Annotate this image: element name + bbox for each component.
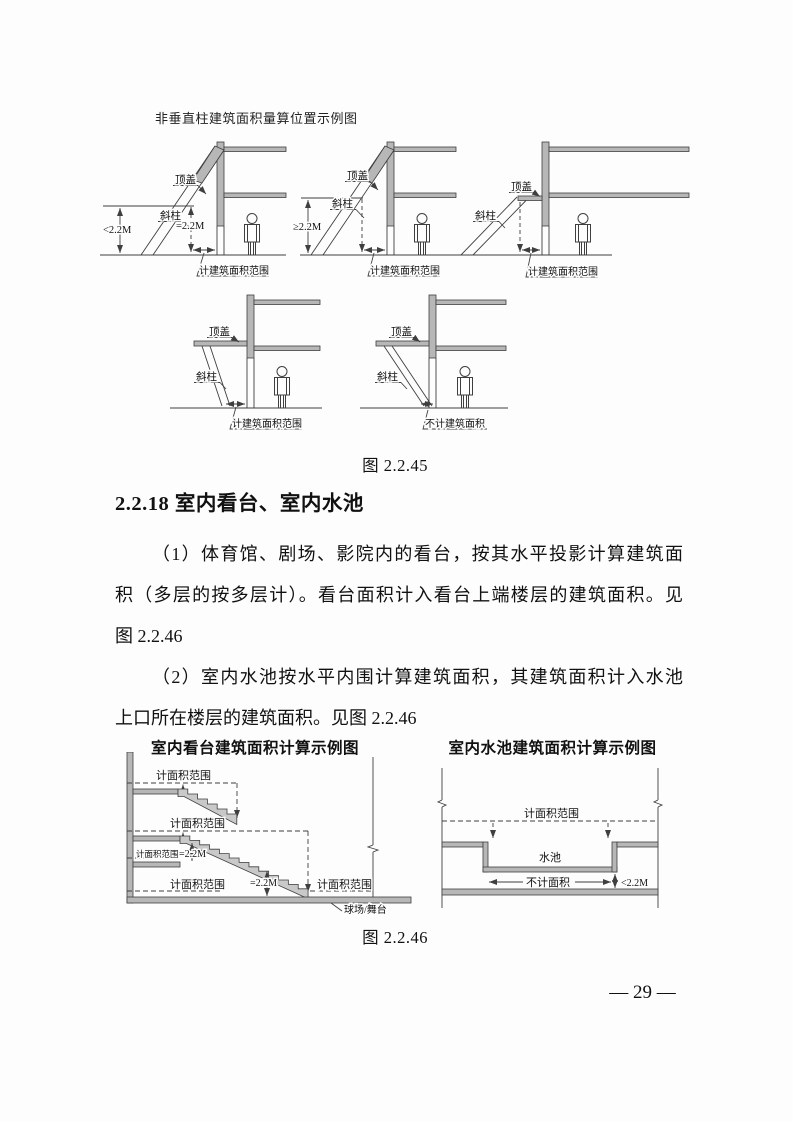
figure-2-2-46-left-drawing: 计面积范围 计面积范围 计面积范围 =2.2M 计面积范围 =2.2M 计面积范… bbox=[126, 752, 412, 918]
roof-label: 顶盖 bbox=[209, 325, 230, 338]
area-range-label: 计面积范围 bbox=[136, 849, 179, 859]
stage-label: 球场/舞台 bbox=[344, 903, 387, 916]
area-range-label: 计面积范围 bbox=[170, 877, 225, 891]
roof-label: 顶盖 bbox=[347, 169, 368, 182]
roof-label: 顶盖 bbox=[391, 325, 412, 338]
section-body: （1）体育馆、剧场、影院内的看台，按其水平投影计算建筑面 积（多层的按多层计）。… bbox=[115, 534, 683, 739]
person-figure bbox=[575, 213, 591, 256]
fig45-subdiagram-1: 顶盖 斜柱 <2.2M =2.2M 计建筑面积范围 bbox=[100, 141, 287, 279]
eq-2-2m-label: =2.2M bbox=[176, 221, 205, 232]
figure-2-2-45-caption: 图 2.2.45 bbox=[362, 456, 428, 475]
figure-2-2-46-left-title: 室内看台建筑面积计算示例图 bbox=[150, 740, 359, 757]
lt-2-2m-label: <2.2M bbox=[103, 225, 132, 236]
figure-2-2-45-drawing: 顶盖 斜柱 <2.2M =2.2M 计建筑面积范围 bbox=[100, 141, 690, 432]
slant-column-label: 斜柱 bbox=[377, 370, 398, 383]
figure-2-2-46-caption: 图 2.2.46 bbox=[362, 928, 428, 947]
eq-2-2m-label: =2.2M bbox=[179, 849, 206, 860]
figure-2-2-45-title: 非垂直柱建筑面积量算位置示例图 bbox=[155, 111, 358, 126]
figure-2-2-46-right-drawing: 计面积范围 水池 不计面积 <2.2M bbox=[436, 768, 664, 908]
not-counted-area-label: 不计面积 bbox=[526, 876, 570, 889]
counted-range-label: 计建筑面积范围 bbox=[232, 417, 302, 430]
slant-column-label: 斜柱 bbox=[160, 209, 181, 222]
counted-range-label: 计建筑面积范围 bbox=[370, 264, 440, 277]
person-figure bbox=[244, 213, 260, 256]
counted-range-label: 计建筑面积范围 bbox=[199, 264, 269, 277]
fig45-subdiagram-4: 顶盖 斜柱 计建筑面积范围 bbox=[170, 294, 322, 432]
pool-label: 水池 bbox=[539, 851, 561, 864]
paragraph-line: 图 2.2.46 bbox=[115, 626, 183, 646]
fig45-subdiagram-2: 顶盖 斜柱 ≥2.2M 计建筑面积范围 bbox=[292, 141, 462, 279]
person-figure bbox=[457, 366, 473, 409]
area-range-label: 计面积范围 bbox=[317, 877, 372, 891]
roof-label: 顶盖 bbox=[511, 180, 532, 193]
slant-column-label: 斜柱 bbox=[475, 209, 496, 222]
paragraph-line: 上口所在楼层的建筑面积。见图 2.2.46 bbox=[115, 708, 417, 728]
slant-column-label: 斜柱 bbox=[332, 197, 353, 210]
area-range-label: 计面积范围 bbox=[156, 768, 211, 782]
section-heading: 2.2.18 室内看台、室内水池 bbox=[115, 493, 364, 515]
slant-column-label: 斜柱 bbox=[196, 370, 217, 383]
figure-2-2-46-right-title: 室内水池建筑面积计算示例图 bbox=[448, 740, 657, 757]
area-range-label: 计面积范围 bbox=[524, 806, 579, 820]
area-range-label: 计面积范围 bbox=[170, 816, 225, 830]
lt-2-2m-label: <2.2M bbox=[621, 878, 648, 889]
ge-2-2m-label: ≥2.2M bbox=[293, 222, 322, 233]
paragraph-line: （1）体育馆、剧场、影院内的看台，按其水平投影计算建筑面 bbox=[152, 544, 683, 564]
fig45-subdiagram-3: 顶盖 斜柱 计建筑面积范围 bbox=[460, 141, 690, 280]
counted-range-label: 计建筑面积范围 bbox=[528, 265, 598, 278]
fig45-subdiagram-5: 顶盖 斜柱 不计建筑面积 bbox=[360, 294, 508, 432]
eq-2-2m-label: =2.2M bbox=[250, 878, 277, 889]
roof-label: 顶盖 bbox=[175, 173, 196, 186]
page-number: — 29 — bbox=[609, 982, 676, 1003]
person-figure bbox=[274, 366, 290, 409]
paragraph-line: 积（多层的按多层计）。看台面积计入看台上端楼层的建筑面积。见 bbox=[115, 585, 683, 605]
person-figure bbox=[414, 213, 430, 256]
not-counted-label: 不计建筑面积 bbox=[425, 417, 485, 430]
paragraph-line: （2）室内水池按水平内围计算建筑面积，其建筑面积计入水池 bbox=[152, 667, 683, 687]
